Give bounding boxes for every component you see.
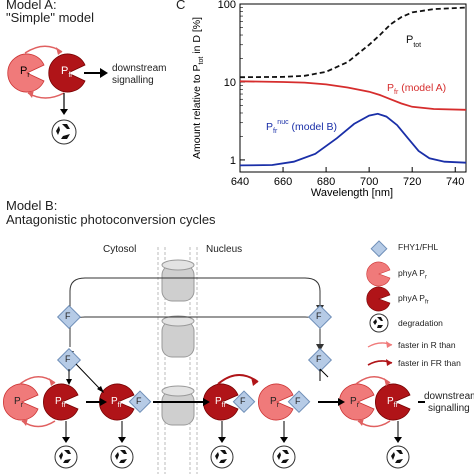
nuclear-pore-3	[161, 385, 195, 426]
model-b-downstream: downstream signalling	[424, 391, 474, 414]
ptot-label: Ptot	[406, 34, 421, 49]
f-shuttle-loop-bottom	[69, 316, 321, 347]
x-axis-label: Wavelength [nm]	[311, 187, 393, 199]
legend-degradation-text: degradation	[398, 318, 443, 328]
y-axis-label: Amount relative to Ptot in D [%]	[191, 17, 205, 159]
f-label-3: F	[65, 354, 71, 364]
conversion-arrow-top	[24, 45, 63, 54]
model-a-pr-label: Pr	[20, 65, 30, 80]
b-pr-label-3: Pr	[350, 396, 360, 409]
model-a-diagram	[7, 45, 108, 145]
f-diamond-cytosol-top	[56, 304, 82, 330]
y-tick-label: 10	[224, 77, 236, 89]
series-line-1	[239, 80, 467, 111]
series-line-2	[239, 112, 467, 167]
degradation-group-5	[386, 421, 410, 469]
degradation-group-2	[110, 421, 134, 469]
nuclear-pore-1	[161, 259, 195, 302]
f-label-7: F	[295, 396, 301, 406]
nuc-label: Pfrnuc (model B)	[266, 119, 337, 135]
legend-fhy-text: FHY1/FHL	[398, 242, 439, 252]
f-diamond-cytosol-mid	[56, 347, 82, 373]
b-pfr-label-1: Pfr	[55, 396, 66, 409]
f-label-4: F	[316, 354, 322, 364]
model-a-downstream: downstream signalling	[112, 63, 167, 86]
legend-pfr-icon	[366, 286, 391, 312]
wavelength-chart: 1 10 100 640 660 680 700 720 740 Amount relativ…	[191, 0, 467, 199]
degradation-group-4	[272, 421, 296, 469]
b-f-bound-2	[232, 390, 256, 414]
pr-molecule-icon	[7, 53, 45, 93]
nucleus-label: Nucleus	[206, 244, 243, 255]
b-pr-f-nucleus-icon	[258, 383, 294, 421]
b-pfr-cytosol-icon	[43, 383, 79, 421]
model-b-diagram	[3, 240, 425, 474]
f-shuttle-loop-top	[69, 277, 321, 310]
b-pr-label-2: Pr	[270, 396, 280, 409]
f-label-1: F	[65, 311, 71, 321]
series-line-0	[239, 6, 467, 79]
model-a-subtitle: "Simple" model	[6, 10, 94, 25]
x-tick-label: 660	[274, 176, 292, 188]
legend-faster-r-text: faster in R than	[398, 340, 456, 350]
x-tick-label: 680	[317, 176, 335, 188]
pfr-label: Pfr (model A)	[387, 82, 446, 96]
pfr-molecule-icon	[48, 53, 86, 93]
panel-c-letter: C	[176, 0, 186, 12]
legend-pr-icon	[366, 261, 391, 287]
conversion-arrow-bottom	[27, 92, 65, 99]
x-tick-label: 740	[446, 176, 464, 188]
f-label-2: F	[316, 311, 322, 321]
cytosol-label: Cytosol	[103, 244, 137, 255]
y-tick-label: 1	[230, 155, 236, 167]
nuclear-pore-2	[161, 315, 195, 358]
plot-frame	[239, 3, 467, 173]
b-pfr-label-3: Pfr	[215, 396, 226, 409]
degradation-group-1	[54, 421, 78, 469]
f-label-5: F	[136, 396, 142, 406]
legend-pr-text: phyA Pr	[398, 268, 427, 281]
f-label-6: F	[240, 396, 246, 406]
legend-pfr-text: phyA Pfr	[398, 293, 429, 306]
legend-faster-fr-text: faster in FR than	[398, 358, 461, 368]
b-pfr-label-2: Pfr	[111, 396, 122, 409]
b-f-bound-1	[128, 390, 152, 414]
b-f-bound-3	[287, 390, 311, 414]
b-pr-cytosol-icon	[3, 383, 39, 421]
b-pfr-nucleus-icon	[375, 383, 411, 421]
f-diamond-nucleus-mid	[307, 347, 333, 373]
degradation-icon	[51, 119, 77, 145]
y-tick-label: 100	[218, 0, 236, 11]
f-diamond-nucleus-top	[307, 304, 333, 330]
model-b-subtitle: Antagonistic photoconversion cycles	[6, 212, 216, 227]
legend-degradation-icon	[369, 313, 389, 333]
model-a-pfr-label: Pfr	[61, 65, 73, 80]
model-a-title: Model A:	[6, 0, 57, 12]
x-tick-label: 640	[231, 176, 249, 188]
degradation-group-3	[210, 421, 234, 469]
b-pr-label-1: Pr	[14, 396, 24, 409]
legend-f-icon	[370, 240, 388, 258]
model-b-title: Model B:	[6, 198, 58, 213]
x-tick-label: 720	[403, 176, 421, 188]
x-tick-label: 700	[360, 176, 378, 188]
b-pfr-label-4: Pfr	[387, 396, 398, 409]
